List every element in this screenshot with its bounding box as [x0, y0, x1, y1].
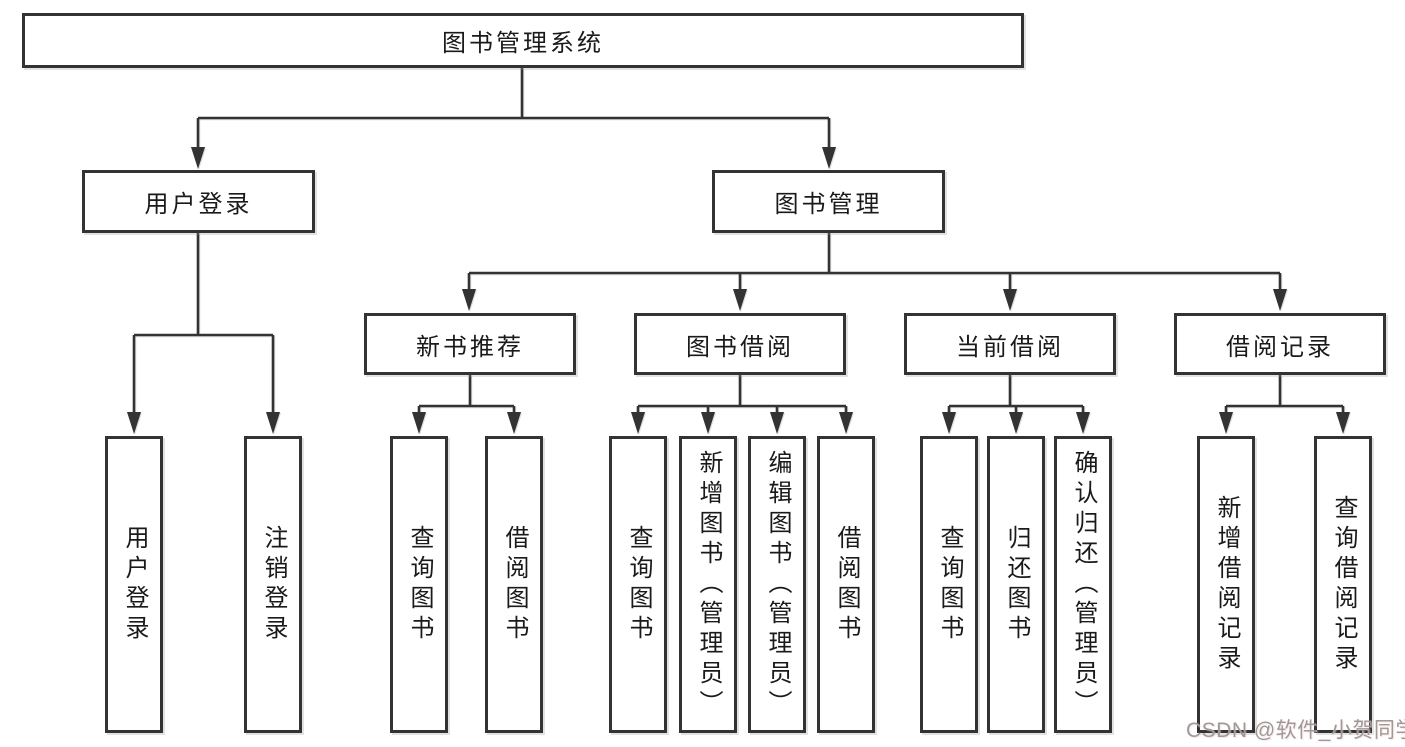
leaf-borrow-books-recommend: 借阅图书 [485, 436, 543, 733]
node-root: 图书管理系统 [22, 13, 1024, 68]
connector-book-borrow [636, 375, 848, 415]
leaf-return-books-label: 归还图书 [1003, 524, 1030, 645]
connector-root [196, 68, 831, 150]
node-book-borrow-label: 图书借阅 [686, 333, 794, 361]
leaf-user-login: 用户登录 [105, 436, 163, 733]
leaf-query-borrow-record-label: 查询借阅记录 [1330, 494, 1357, 675]
leaf-query-borrow-record: 查询借阅记录 [1314, 436, 1372, 733]
node-book-management: 图书管理 [712, 170, 945, 233]
leaf-borrow-books: 借阅图书 [817, 436, 875, 733]
node-borrow-records-label: 借阅记录 [1226, 333, 1334, 361]
leaf-query-books-current-label: 查询图书 [936, 524, 963, 645]
node-book-management-label: 图书管理 [774, 191, 883, 218]
connector-book-management [467, 233, 1282, 292]
node-book-borrow: 图书借阅 [634, 313, 846, 375]
node-user-login-label: 用户登录 [144, 191, 253, 218]
arrowheads [127, 147, 1350, 434]
leaf-query-books-recommend-label: 查询图书 [406, 524, 433, 645]
watermark: CSDN @软件_小贺同学 [1186, 719, 1405, 742]
leaf-add-borrow-record: 新增借阅记录 [1197, 436, 1255, 733]
leaf-confirm-return-admin: 确认归还（管理员） [1054, 436, 1112, 733]
node-current-borrow: 当前借阅 [904, 313, 1116, 375]
connector-user-login [132, 233, 275, 415]
leaf-query-books-borrow-label: 查询图书 [625, 524, 652, 645]
connector-borrow-records [1224, 375, 1345, 415]
node-new-book-recommend-label: 新书推荐 [416, 333, 524, 361]
node-current-borrow-label: 当前借阅 [956, 333, 1064, 361]
leaf-query-books-borrow: 查询图书 [609, 436, 667, 733]
leaf-query-books-current: 查询图书 [920, 436, 978, 733]
connector-new-book-recommend [417, 375, 516, 415]
node-user-login: 用户登录 [82, 170, 315, 233]
leaf-query-books-recommend: 查询图书 [390, 436, 448, 733]
leaf-add-borrow-record-label: 新增借阅记录 [1213, 494, 1240, 675]
node-root-label: 图书管理系统 [442, 30, 604, 57]
node-new-book-recommend: 新书推荐 [364, 313, 576, 375]
leaf-return-books: 归还图书 [987, 436, 1045, 733]
leaf-edit-books-admin: 编辑图书（管理员） [748, 436, 806, 733]
leaf-add-books-admin-label: 新增图书（管理员） [695, 449, 722, 720]
leaf-logout: 注销登录 [244, 436, 302, 733]
leaf-logout-label: 注销登录 [260, 524, 287, 645]
leaf-confirm-return-admin-label: 确认归还（管理员） [1070, 449, 1097, 720]
connector-current-borrow [947, 375, 1085, 415]
leaf-add-books-admin: 新增图书（管理员） [679, 436, 737, 733]
leaf-borrow-books-label: 借阅图书 [833, 524, 860, 645]
leaf-user-login-label: 用户登录 [121, 524, 148, 645]
leaf-borrow-books-recommend-label: 借阅图书 [501, 524, 528, 645]
leaf-edit-books-admin-label: 编辑图书（管理员） [764, 449, 791, 720]
node-borrow-records: 借阅记录 [1174, 313, 1386, 375]
